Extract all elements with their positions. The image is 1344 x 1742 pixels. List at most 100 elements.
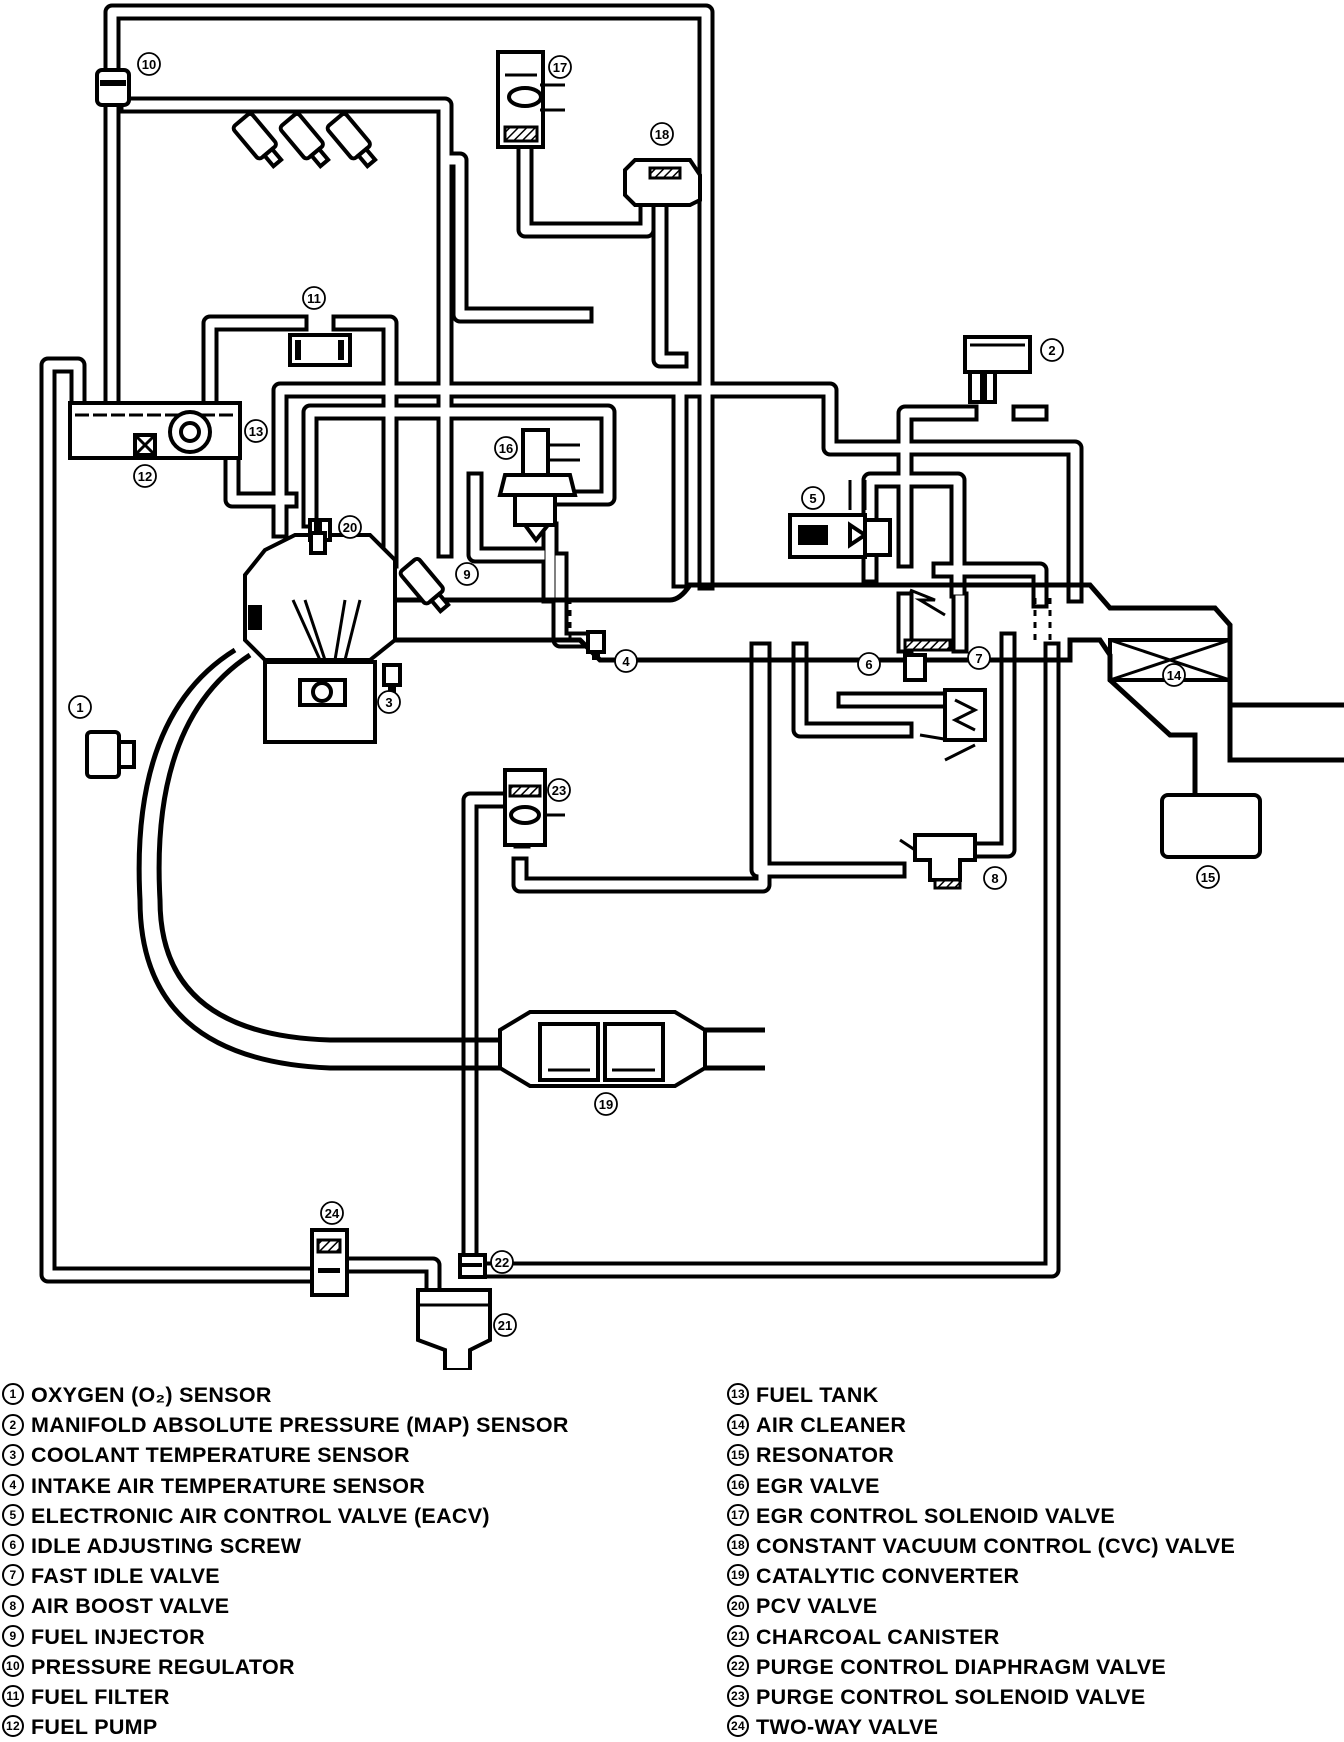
- svg-text:11: 11: [307, 291, 321, 306]
- svg-text:20: 20: [343, 520, 357, 535]
- intake-air-temp-sensor: [586, 630, 606, 660]
- intake-duct: [395, 582, 1344, 795]
- legend-label: EGR CONTROL SOLENOID VALVE: [756, 1503, 1115, 1528]
- legend-number: 18: [727, 1534, 749, 1557]
- callout-21: 21: [493, 1313, 517, 1337]
- svg-text:9: 9: [463, 567, 470, 582]
- legend-number: 11: [2, 1685, 24, 1708]
- callout-11: 11: [302, 286, 326, 310]
- legend-item: 22 PURGE CONTROL DIAPHRAGM VALVE: [727, 1652, 1235, 1682]
- legend-number: 5: [2, 1504, 24, 1527]
- legend-number: 22: [727, 1655, 749, 1678]
- callout-13: 13: [244, 419, 268, 443]
- callout-23: 23: [547, 778, 571, 802]
- eacv: [788, 480, 892, 559]
- fuel-tank: [68, 401, 242, 460]
- callout-17: 17: [548, 55, 572, 79]
- svg-text:1: 1: [76, 700, 83, 715]
- legend-label: IDLE ADJUSTING SCREW: [31, 1533, 302, 1558]
- map-sensor: [963, 335, 1032, 404]
- svg-text:5: 5: [809, 491, 816, 506]
- emission-system-diagram: 1 2 3 4 5 6 7 8 9 10 11 12 13 14 15 16 1…: [39, 3, 1344, 1370]
- callout-19: 19: [594, 1092, 618, 1116]
- svg-text:19: 19: [599, 1097, 613, 1112]
- svg-text:13: 13: [249, 424, 263, 439]
- legend-label: TWO-WAY VALVE: [756, 1715, 939, 1740]
- legend-number: 15: [727, 1443, 749, 1466]
- callout-24: 24: [320, 1201, 344, 1225]
- callout-2: 2: [1040, 338, 1064, 362]
- callout-18: 18: [650, 122, 674, 146]
- callout-6: 6: [857, 652, 881, 676]
- two-way-valve: [310, 1228, 349, 1297]
- legend-label: CATALYTIC CONVERTER: [756, 1564, 1020, 1589]
- legend-number: 6: [2, 1534, 24, 1557]
- callout-5: 5: [801, 486, 825, 510]
- legend-label: PRESSURE REGULATOR: [31, 1654, 295, 1679]
- legend-number: 10: [2, 1655, 24, 1678]
- legend-label: ELECTRONIC AIR CONTROL VALVE (EACV): [31, 1503, 490, 1528]
- callout-12: 12: [133, 464, 157, 488]
- callout-9: 9: [455, 562, 479, 586]
- callout-7: 7: [967, 646, 991, 670]
- legend-label: PCV VALVE: [756, 1594, 878, 1619]
- legend-label: AIR CLEANER: [756, 1413, 907, 1438]
- legend-label: FAST IDLE VALVE: [31, 1564, 220, 1589]
- egr-control-solenoid-valve: [496, 50, 565, 149]
- legend-label: MANIFOLD ABSOLUTE PRESSURE (MAP) SENSOR: [31, 1413, 569, 1438]
- hose-lines-inner: [43, 7, 1080, 1295]
- legend-number: 4: [2, 1473, 24, 1496]
- legend-number: 12: [2, 1715, 24, 1738]
- legend-label: FUEL PUMP: [31, 1715, 158, 1740]
- legend-item: 19 CATALYTIC CONVERTER: [727, 1561, 1235, 1591]
- legend-number: 9: [2, 1624, 24, 1647]
- svg-text:6: 6: [865, 657, 872, 672]
- legend-number: 8: [2, 1594, 24, 1617]
- svg-text:21: 21: [498, 1318, 512, 1333]
- legend-number: 7: [2, 1564, 24, 1587]
- svg-text:16: 16: [499, 441, 513, 456]
- idle-adjusting-screw: [903, 638, 952, 682]
- legend-number: 19: [727, 1564, 749, 1587]
- legend-number: 20: [727, 1594, 749, 1617]
- legend-label: INTAKE AIR TEMPERATURE SENSOR: [31, 1473, 426, 1498]
- oxygen-sensor: [85, 730, 136, 779]
- legend-number: 16: [727, 1473, 749, 1496]
- svg-text:4: 4: [622, 654, 630, 669]
- callouts: 1 2 3 4 5 6 7 8 9 10 11 12 13 14 15 16 1…: [68, 52, 1220, 1337]
- resonator: [1160, 793, 1262, 859]
- callout-22: 22: [490, 1250, 514, 1274]
- legend-number: 24: [727, 1715, 749, 1738]
- legend-item: 7 FAST IDLE VALVE: [2, 1561, 569, 1591]
- legend-label: FUEL TANK: [756, 1383, 879, 1407]
- svg-text:24: 24: [325, 1206, 340, 1221]
- svg-text:10: 10: [142, 57, 156, 72]
- legend-label: CHARCOAL CANISTER: [756, 1624, 1000, 1649]
- callout-4: 4: [614, 649, 638, 673]
- catalytic-converter: [498, 1010, 707, 1088]
- legend-label: RESONATOR: [756, 1443, 895, 1468]
- exhaust-pipe: [136, 647, 765, 1071]
- svg-text:18: 18: [655, 127, 669, 142]
- purge-control-diaphragm-valve: [458, 1253, 487, 1279]
- legend-number: 23: [727, 1685, 749, 1708]
- svg-text:3: 3: [385, 695, 392, 710]
- legend-number: 3: [2, 1443, 24, 1466]
- fuel-filter: [288, 333, 352, 367]
- legend-item: 6 IDLE ADJUSTING SCREW: [2, 1531, 569, 1561]
- callout-10: 10: [137, 52, 161, 76]
- legend-item: 10 PRESSURE REGULATOR: [2, 1652, 569, 1682]
- legend-label: PURGE CONTROL DIAPHRAGM VALVE: [756, 1654, 1167, 1679]
- callout-1: 1: [68, 695, 92, 719]
- svg-text:8: 8: [991, 871, 998, 886]
